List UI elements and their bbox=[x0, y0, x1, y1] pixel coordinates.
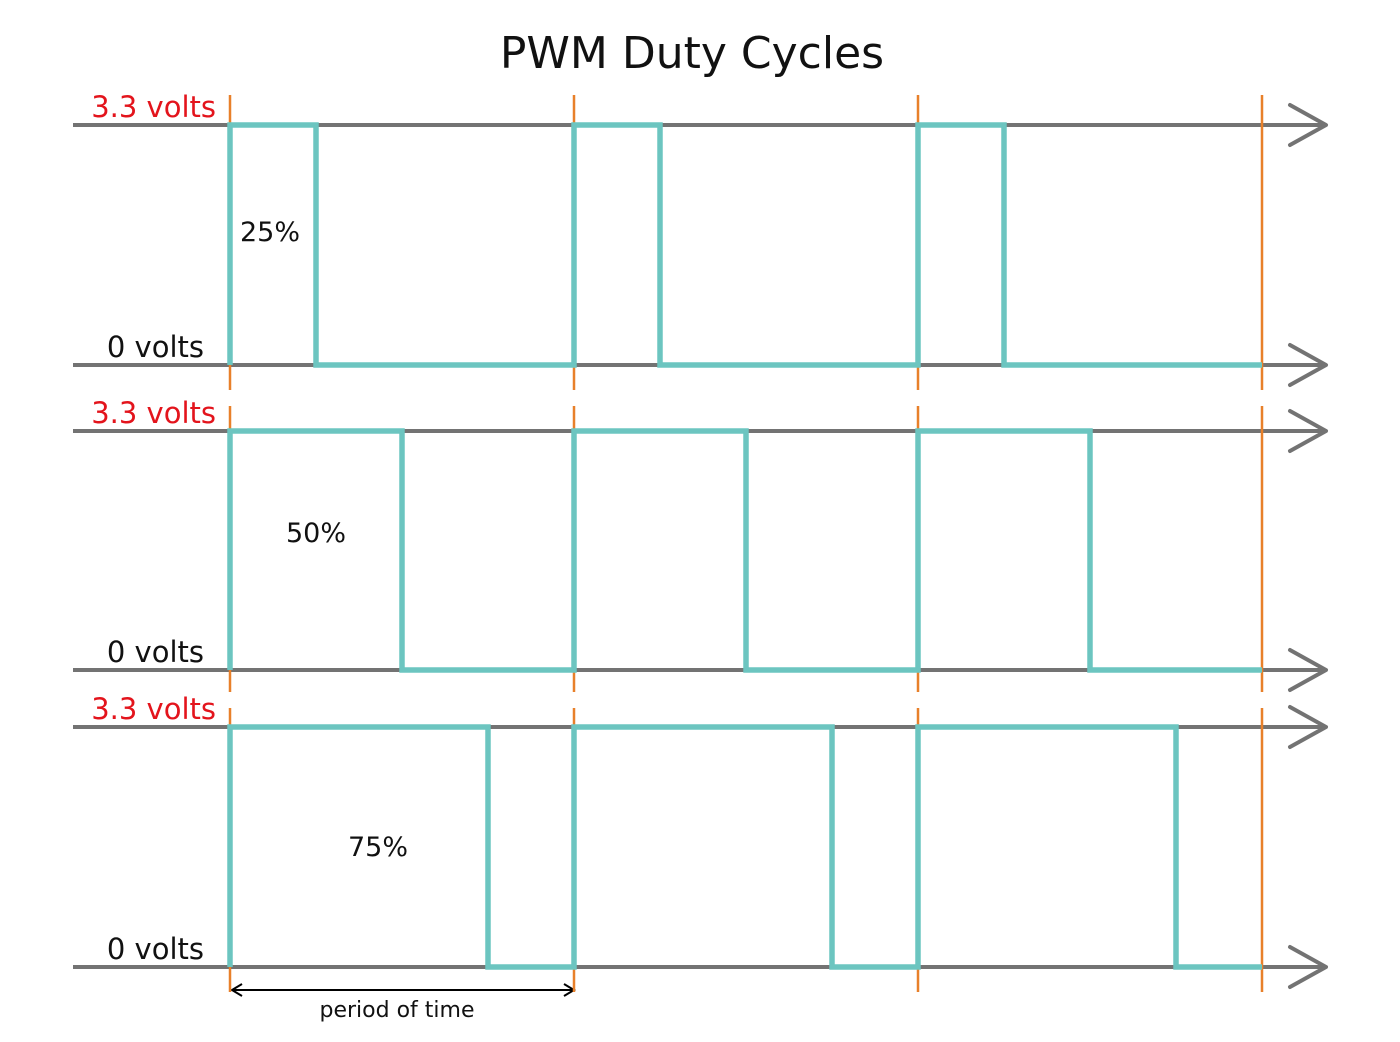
pwm-panel-1: 3.3 volts 0 volts 25% bbox=[73, 90, 1328, 390]
high-voltage-label: 3.3 volts bbox=[91, 396, 216, 430]
period-arrow-left-head bbox=[230, 983, 243, 997]
pwm-signal bbox=[227, 724, 1262, 970]
duty-cycle-label: 25% bbox=[240, 217, 300, 248]
pwm-signal bbox=[227, 122, 1262, 368]
low-voltage-label: 0 volts bbox=[107, 932, 204, 966]
pwm-panel-2: 3.3 volts 0 volts 50% bbox=[73, 396, 1328, 692]
low-voltage-label: 0 volts bbox=[107, 330, 204, 364]
duty-cycle-label: 50% bbox=[286, 518, 346, 549]
high-axis-arrowhead bbox=[1288, 103, 1328, 147]
duty-cycle-label: 75% bbox=[348, 832, 408, 863]
diagram-title: PWM Duty Cycles bbox=[500, 28, 884, 79]
period-label: period of time bbox=[320, 998, 475, 1023]
low-axis-arrowhead bbox=[1288, 648, 1328, 692]
high-voltage-label: 3.3 volts bbox=[91, 90, 216, 124]
pwm-signal bbox=[227, 428, 1262, 673]
high-axis-arrowhead bbox=[1288, 409, 1328, 453]
low-axis-arrowhead bbox=[1288, 343, 1328, 387]
low-voltage-label: 0 volts bbox=[107, 635, 204, 669]
high-voltage-label: 3.3 volts bbox=[91, 692, 216, 726]
pwm-panel-3: 3.3 volts 0 volts 75% bbox=[73, 692, 1328, 992]
high-axis-arrowhead bbox=[1288, 705, 1328, 749]
low-axis-arrowhead bbox=[1288, 945, 1328, 989]
period-indicator: period of time bbox=[230, 983, 576, 1023]
